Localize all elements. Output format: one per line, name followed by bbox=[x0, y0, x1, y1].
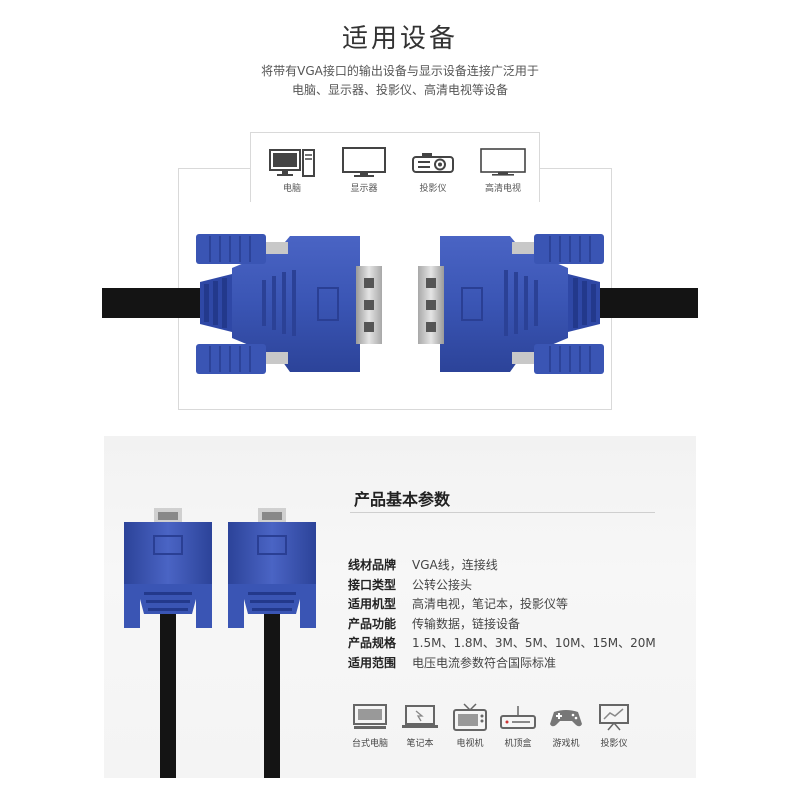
param-row: 产品规格 1.5M、1.8M、3M、5M、10M、15M、20M bbox=[348, 634, 656, 654]
param-row: 线材品牌 VGA线，连接线 bbox=[348, 556, 656, 576]
set-top-box-icon bbox=[500, 706, 536, 729]
device-label: 投影仪 bbox=[419, 184, 447, 194]
compatible-devices: 台式电脑 笔记本 电视机 机顶盒 bbox=[346, 702, 636, 762]
device-desktop: 台式电脑 bbox=[346, 702, 394, 749]
page-title: 适用设备 bbox=[341, 24, 458, 54]
param-key: 产品规格 bbox=[348, 636, 397, 650]
device-tv: 电视机 bbox=[446, 702, 494, 749]
laptop-icon bbox=[402, 705, 438, 728]
tv-icon bbox=[453, 703, 487, 731]
device-label: 机顶盒 bbox=[504, 739, 532, 749]
param-row: 适用机型 高清电视，笔记本，投影仪等 bbox=[348, 595, 656, 615]
vga-connector-vertical-2 bbox=[228, 508, 316, 778]
left-vga-connector bbox=[102, 234, 382, 374]
param-value: 传输数据，链接设备 bbox=[412, 616, 521, 631]
param-value: 1.5M、1.8M、3M、5M、10M、15M、20M bbox=[412, 636, 656, 650]
param-key: 适用范围 bbox=[348, 655, 397, 670]
gamepad-icon bbox=[550, 710, 582, 727]
param-row: 适用范围电压电流参数符合国际标准 bbox=[348, 654, 656, 674]
vertical-vga-connectors-image bbox=[124, 508, 316, 778]
param-key: 接口类型 bbox=[348, 577, 397, 592]
device-computer: 电脑 bbox=[257, 146, 327, 194]
device-monitor: 显示器 bbox=[329, 146, 399, 194]
device-set-top-box: 机顶盒 bbox=[494, 702, 542, 749]
param-key: 适用机型 bbox=[348, 597, 397, 611]
page-subtitle: 将带有VGA接口的输出设备与显示设备连接广泛用于 电脑、显示器、投影仪、高清电视… bbox=[0, 62, 800, 100]
device-projector-screen: 投影仪 bbox=[590, 702, 638, 749]
hd-tv-icon bbox=[480, 148, 526, 176]
subtitle-line-2: 电脑、显示器、投影仪、高清电视等设备 bbox=[291, 83, 508, 97]
vga-connectors-image bbox=[102, 234, 698, 374]
device-label: 游戏机 bbox=[552, 739, 580, 749]
left-cable bbox=[102, 288, 212, 318]
desktop-pc-icon bbox=[269, 149, 315, 177]
param-value: 高清电视，笔记本，投影仪等 bbox=[412, 597, 569, 611]
right-vga-connector bbox=[418, 234, 698, 374]
device-label: 笔记本 bbox=[406, 739, 434, 749]
params-divider bbox=[350, 512, 655, 513]
projector-icon bbox=[412, 153, 454, 173]
params-list: 线材品牌 VGA线，连接线 接口类型公转公接头 适用机型 高清电视，笔记本，投影仪等… bbox=[348, 556, 656, 673]
device-label: 显示器 bbox=[350, 184, 378, 194]
param-key: 产品功能 bbox=[348, 616, 397, 631]
device-projector: 投影仪 bbox=[398, 146, 468, 194]
monitor-icon bbox=[342, 147, 386, 177]
device-hd-tv: 高清电视 bbox=[468, 146, 538, 194]
device-label: 高清电视 bbox=[484, 184, 521, 194]
param-value: VGA线，连接线 bbox=[412, 558, 498, 572]
param-value: 电压电流参数符合国际标准 bbox=[412, 655, 557, 670]
device-label: 投影仪 bbox=[600, 739, 628, 749]
subtitle-line-1: 将带有VGA接口的输出设备与显示设备连接广泛用于 bbox=[261, 64, 539, 78]
vga-connector-vertical-1 bbox=[124, 508, 212, 778]
param-row: 产品功能传输数据，链接设备 bbox=[348, 615, 656, 635]
param-key: 线材品牌 bbox=[348, 558, 397, 572]
desktop-icon bbox=[353, 704, 387, 729]
device-label: 台式电脑 bbox=[351, 739, 388, 749]
device-label: 电视机 bbox=[456, 739, 484, 749]
projector-screen-icon bbox=[599, 704, 629, 731]
device-label: 电脑 bbox=[282, 184, 301, 194]
param-row: 接口类型公转公接头 bbox=[348, 576, 656, 596]
device-game-console: 游戏机 bbox=[542, 702, 590, 749]
device-icons-tab bbox=[250, 132, 540, 202]
params-title: 产品基本参数 bbox=[354, 490, 451, 509]
device-laptop: 笔记本 bbox=[396, 702, 444, 749]
param-value: 公转公接头 bbox=[412, 577, 473, 592]
